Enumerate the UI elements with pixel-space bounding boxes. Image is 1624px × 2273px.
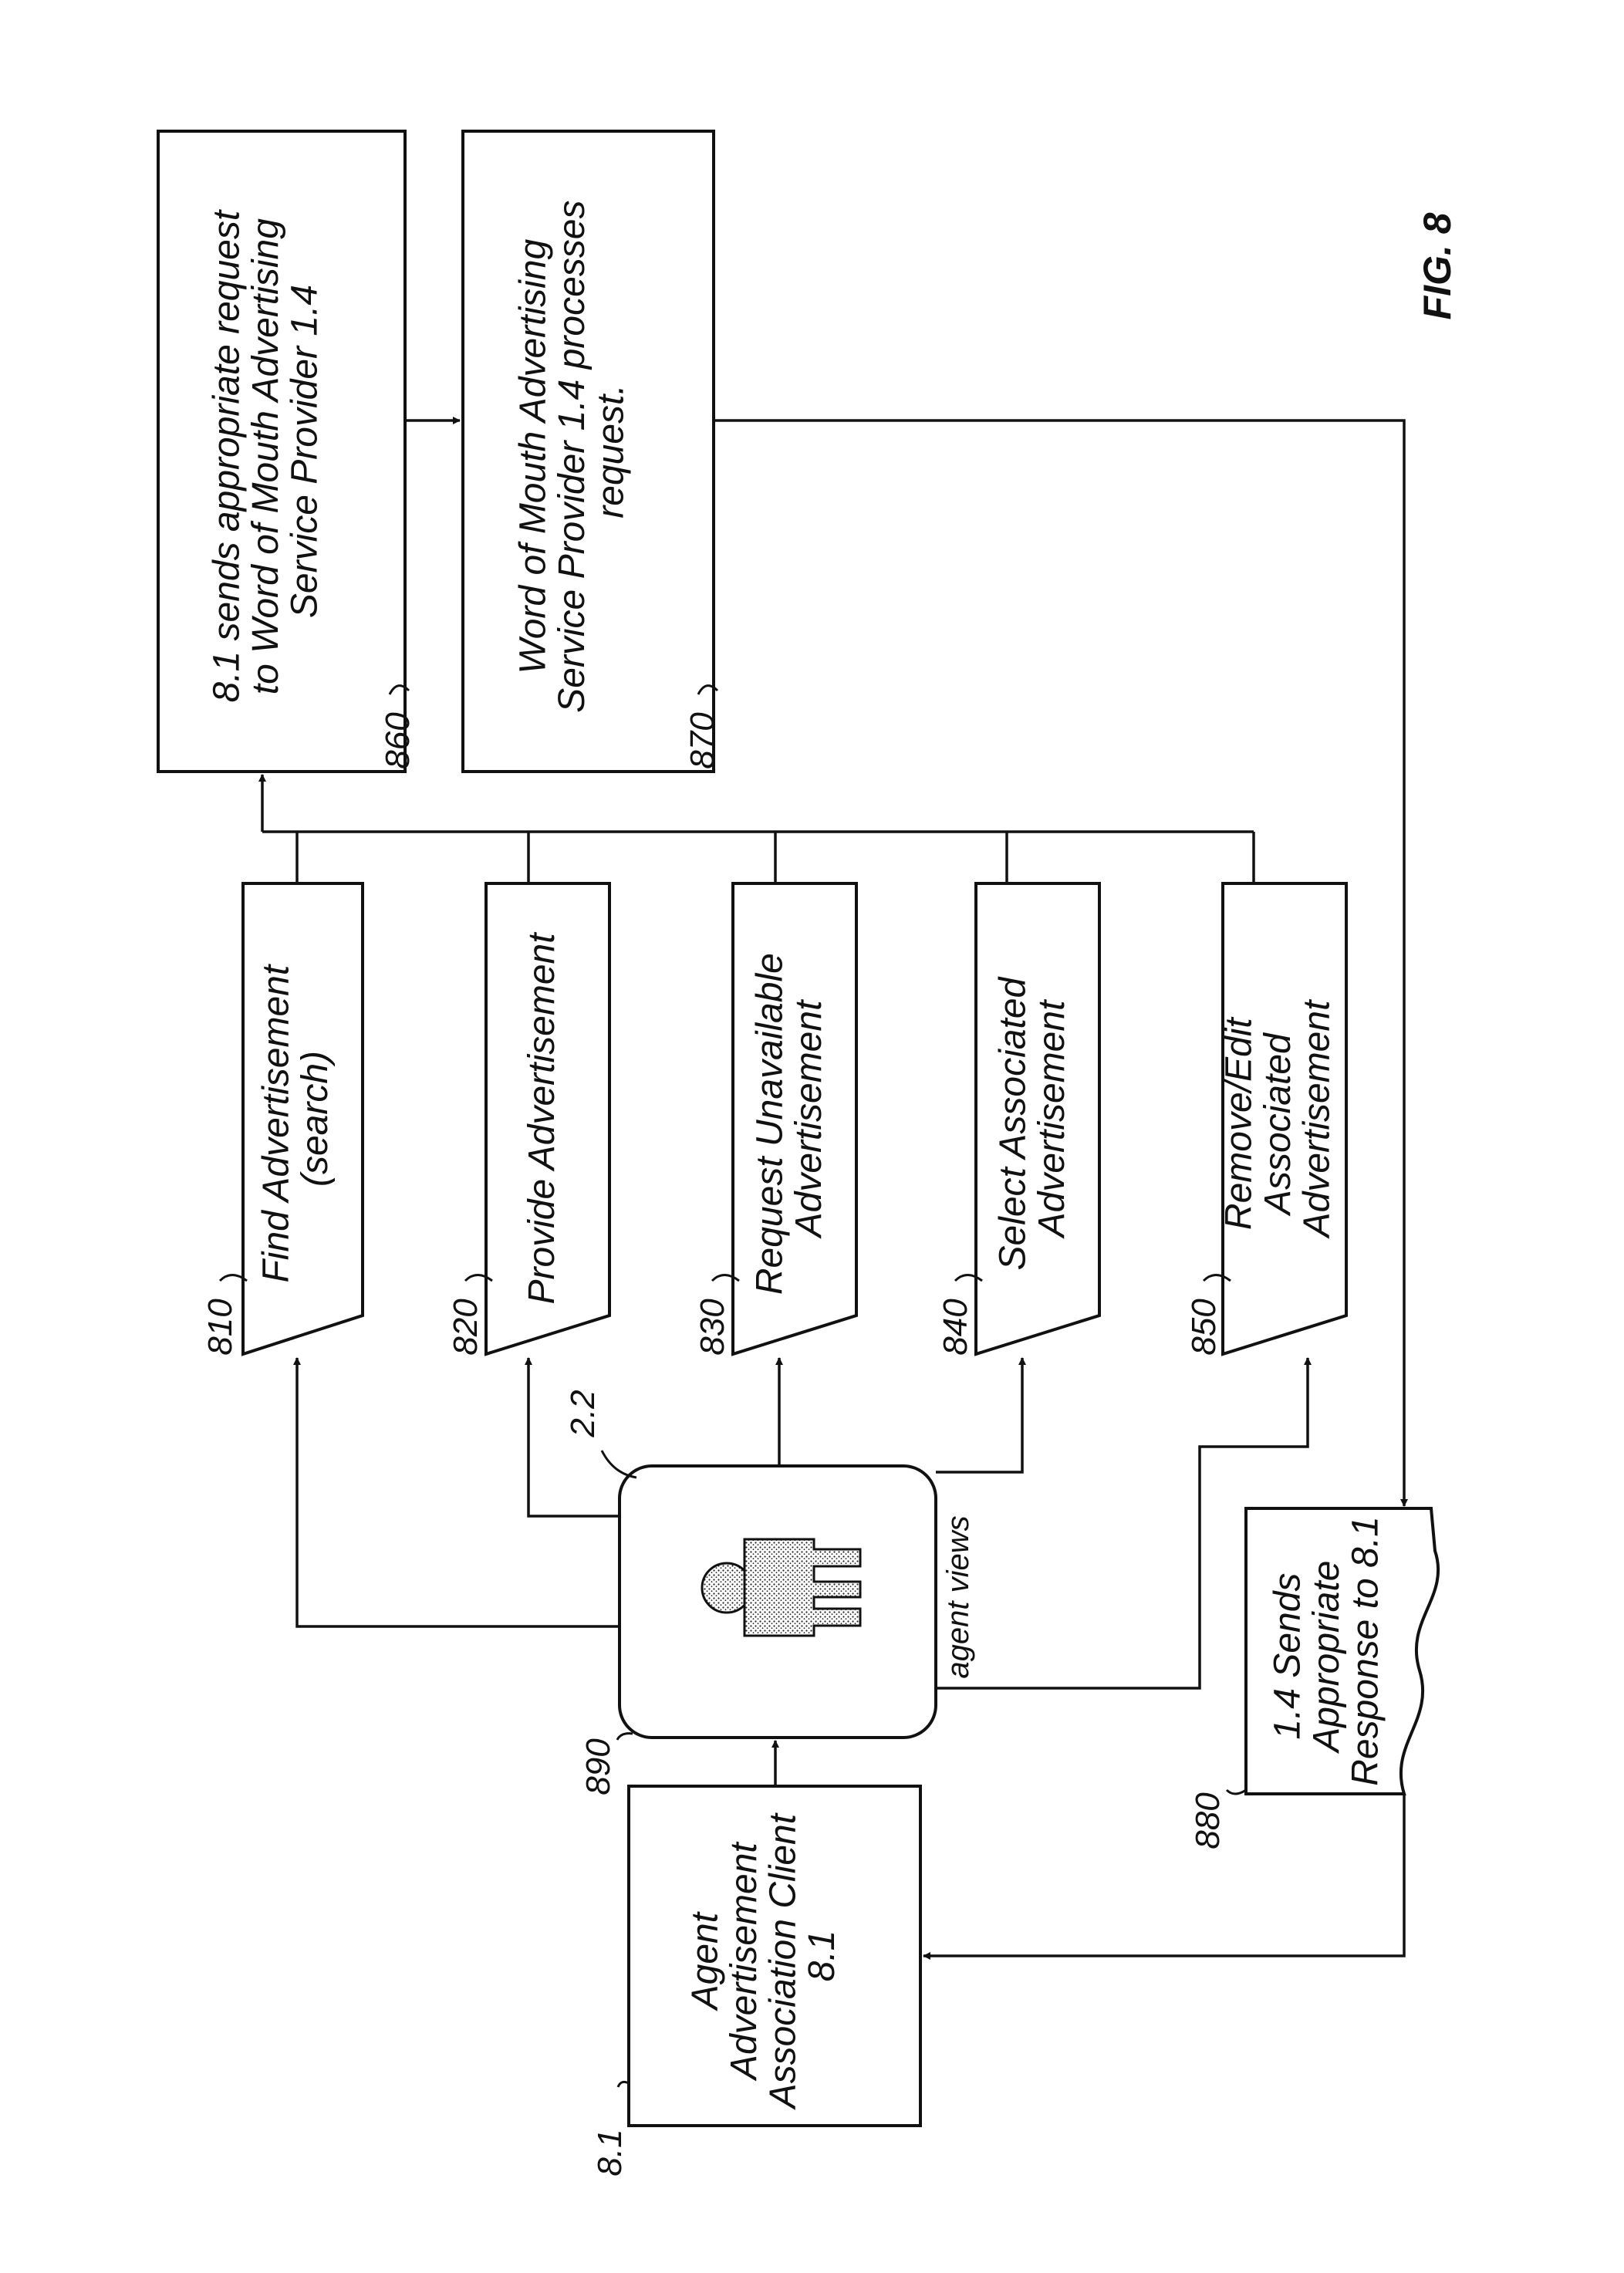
action-remove-edit-associated: Remove/Edit Associated Advertisement xyxy=(1219,883,1346,1354)
ref-2-2: 2.2 xyxy=(564,1390,602,1437)
ref-880: 880 xyxy=(1189,1792,1227,1849)
ref-820: 820 xyxy=(447,1299,484,1356)
arrow-agent-to-840 xyxy=(936,1358,1022,1472)
ref-810: 810 xyxy=(201,1299,239,1356)
ref-890: 890 xyxy=(579,1738,617,1795)
ref-880-leader xyxy=(1227,1790,1246,1794)
ref-840: 840 xyxy=(937,1299,974,1356)
action-select-associated: Select Associated Advertisement xyxy=(976,883,1099,1354)
ref-860: 860 xyxy=(379,712,417,769)
action-select-label: Select Associated Advertisement xyxy=(993,967,1072,1270)
agent-actor xyxy=(620,1466,936,1738)
arrow-880-to-client xyxy=(923,1794,1404,1956)
client-box: Agent Advertisement Association Client 8… xyxy=(629,1786,920,2126)
action-remove-label: Remove/Edit Associated Advertisement xyxy=(1219,999,1338,1239)
ref-850: 850 xyxy=(1185,1299,1223,1356)
action-find-advertisement: Find Advertisement (search) xyxy=(243,883,363,1354)
response-880-document: 1.4 Sends Appropriate Response to 8.1 xyxy=(1246,1508,1438,1794)
action-request-unavailable: Request Unavailable Advertisement xyxy=(733,883,856,1354)
ref-8-1-leader xyxy=(618,2082,629,2087)
action-provide-advertisement: Provide Advertisement xyxy=(486,883,609,1354)
agent-views-label: agent views xyxy=(941,1515,975,1678)
ref-830: 830 xyxy=(694,1299,731,1356)
action-provide-label: Provide Advertisement xyxy=(522,932,562,1305)
ref-8-1: 8.1 xyxy=(591,2129,629,2176)
ref-890-leader xyxy=(617,1734,633,1740)
ref-870: 870 xyxy=(684,712,721,769)
box-870-process-request: Word of Mouth Advertising Service Provid… xyxy=(463,131,714,772)
figure-label: FIG. 8 xyxy=(1416,212,1459,319)
box-860-send-request: 8.1 sends appropriate request to Word of… xyxy=(158,131,405,772)
